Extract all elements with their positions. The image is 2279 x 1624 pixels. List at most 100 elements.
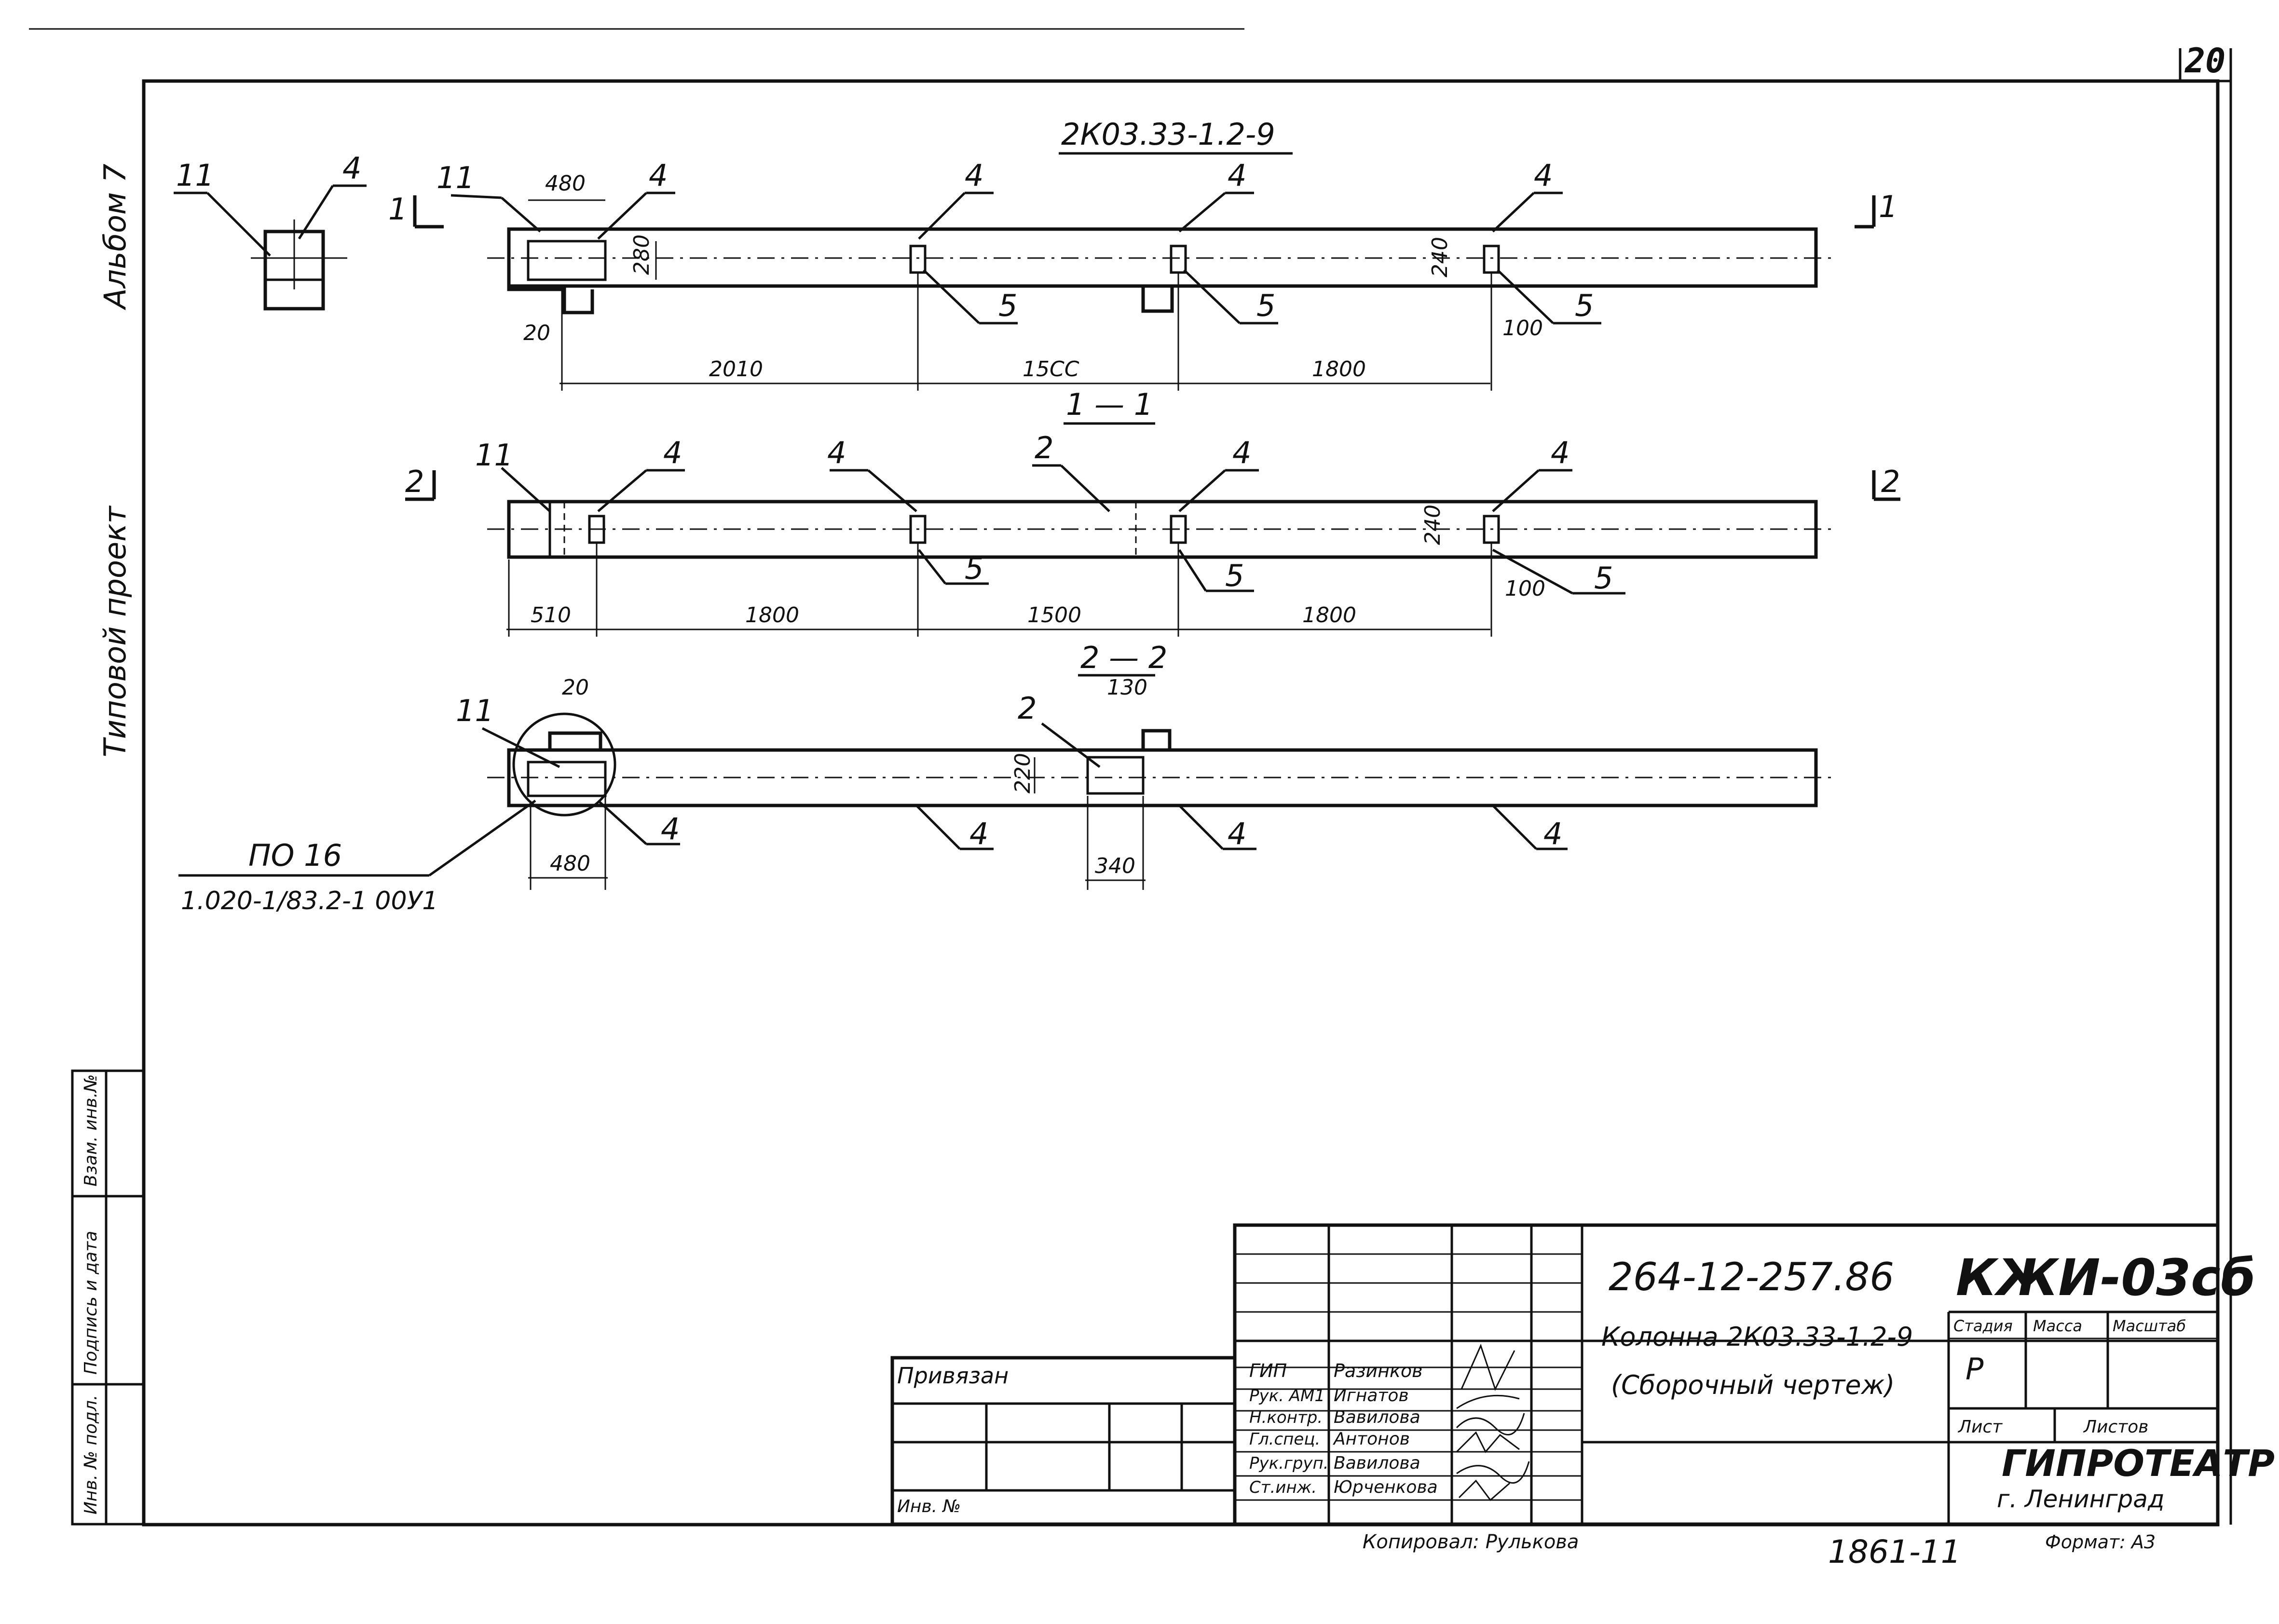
left-stamp — [71, 1069, 145, 1526]
section1-leader-5b — [1178, 549, 1207, 592]
section1-section-right: 2 — [1881, 464, 1900, 499]
col-stage: Стадия — [1953, 1317, 2013, 1335]
stage-value: Р — [1965, 1351, 1984, 1387]
org-name: ГИПРОТЕАТР — [2002, 1442, 2275, 1485]
small-callout-11: 11 — [176, 158, 214, 193]
signature-date-label: Подпись и дата — [81, 1231, 101, 1375]
plan-plate-1 — [909, 245, 927, 274]
section1-dim-1500: 1500 — [1027, 603, 1081, 628]
plan-dim-280: 280 — [629, 234, 654, 275]
name-1: Разинков — [1334, 1360, 1423, 1381]
plan-notch — [1141, 286, 1174, 313]
section1-callout-4d: 4 — [1551, 435, 1569, 470]
section2-title: 2 — 2 — [1080, 640, 1167, 675]
section1-leader-4b — [867, 469, 917, 512]
title-name-line1: Колонна 2К03.33-1.2-9 — [1601, 1322, 1913, 1352]
plan-callout-4d: 4 — [1534, 158, 1553, 193]
outer-frame — [142, 79, 2220, 1527]
plan-dim-240: 240 — [1428, 237, 1452, 277]
role-4: Гл.спец. — [1249, 1430, 1320, 1449]
plan-plate-2 — [1170, 245, 1187, 274]
signature-2 — [1456, 1413, 1525, 1436]
section1-section-left: 2 — [405, 464, 424, 499]
sheet-label: Лист — [1957, 1417, 2003, 1437]
col-scale: Масштаб — [2113, 1317, 2186, 1335]
section2-note-line1: ПО 16 — [248, 838, 342, 873]
vzam-inv-label: Взам. инв.№ — [81, 1074, 101, 1187]
inv-podl-label: Инв. № подл. — [81, 1395, 101, 1515]
plan-callout-5c: 5 — [1575, 288, 1594, 323]
section1-leader-4c — [1178, 469, 1226, 512]
section1-dim-240: 240 — [1420, 505, 1445, 545]
section2-head-top — [548, 731, 602, 750]
project-label: Типовой проект — [97, 505, 133, 757]
signature-4 — [1456, 1461, 1530, 1484]
section2-leader-4d — [1492, 805, 1537, 850]
section1-leader-5a — [918, 549, 946, 585]
plan-leader-5a — [923, 269, 980, 324]
section1-callout-2: 2 — [1035, 430, 1053, 465]
signature-5 — [1458, 1479, 1510, 1501]
small-callout-4: 4 — [342, 150, 361, 186]
name-3: Вавилова — [1334, 1407, 1420, 1427]
plan-leader-4c — [1178, 192, 1226, 232]
plan-dim-20: 20 — [523, 321, 550, 345]
signature-3 — [1456, 1431, 1520, 1453]
section1-dim-100: 100 — [1505, 576, 1545, 601]
plan-leader-4a — [597, 192, 647, 240]
section2-dim-480: 480 — [550, 851, 590, 876]
section2-callout-4b: 4 — [969, 816, 988, 851]
inv-label: Инв. № — [897, 1497, 961, 1516]
section1-leader-11 — [501, 467, 551, 512]
section1-callout-5b: 5 — [1225, 558, 1244, 593]
section2-callout-11: 11 — [456, 693, 494, 728]
section1-dim-510: 510 — [531, 603, 571, 628]
section2-callout-4d: 4 — [1543, 816, 1562, 851]
section1-dim-1800a: 1800 — [745, 603, 799, 628]
section2-dim-340: 340 — [1095, 854, 1135, 878]
section2-callout-4c: 4 — [1228, 816, 1246, 851]
name-2: Игнатов — [1334, 1386, 1409, 1406]
plan-leader-11-a — [450, 194, 502, 199]
section1-leader-2 — [1060, 464, 1110, 512]
section1-callout-4a: 4 — [663, 435, 682, 470]
plan-callout-5b: 5 — [1256, 288, 1275, 323]
album-label: Альбом 7 — [97, 164, 133, 311]
section2-dim-220: 220 — [1010, 753, 1035, 793]
plan-dim-100: 100 — [1502, 316, 1543, 341]
signature-1 — [1456, 1343, 1520, 1409]
plan-dim-1800: 1800 — [1312, 357, 1366, 382]
plan-callout-4c: 4 — [1228, 158, 1246, 193]
title-name-line2: (Сборочный чертеж) — [1611, 1370, 1895, 1400]
section1-callout-11: 11 — [475, 437, 513, 473]
plan-leader-5c — [1497, 269, 1554, 324]
doc-code: 264-12-257.86 — [1609, 1255, 1894, 1299]
plan-dim-1500: 15СС — [1023, 357, 1079, 382]
plan-plate-3 — [1483, 245, 1500, 274]
section1-dim-1800b: 1800 — [1302, 603, 1356, 628]
section1-callout-4b: 4 — [827, 435, 846, 470]
plan-leader-4d — [1492, 192, 1535, 232]
name-4: Антонов — [1333, 1429, 1410, 1449]
section2-opening — [1086, 756, 1145, 795]
section1-callout-4c: 4 — [1232, 435, 1251, 470]
small-leader-4 — [298, 185, 334, 240]
plan-head-bottom — [507, 286, 594, 314]
plan-dim-480: 480 — [545, 171, 586, 196]
role-5: Рук.груп. — [1249, 1454, 1329, 1473]
plan-section-right: 1 — [1879, 189, 1897, 224]
plan-leader-5b — [1183, 269, 1241, 324]
section1-leader-4a — [597, 469, 647, 512]
privyazan-label: Привязан — [897, 1363, 1009, 1389]
copied-by: Копировал: Рулькова — [1363, 1531, 1579, 1553]
section2-dim-20: 20 — [562, 675, 589, 700]
section1-title: 1 — 1 — [1066, 387, 1153, 422]
plan-callout-4b: 4 — [965, 158, 983, 193]
sheet-number: 20 — [2184, 41, 2225, 81]
section2-callout-2: 2 — [1018, 691, 1037, 726]
section2-leader-4a — [597, 800, 647, 845]
role-6: Ст.инж. — [1249, 1478, 1317, 1497]
role-2: Рук. АМ1 — [1249, 1386, 1325, 1406]
name-5: Вавилова — [1334, 1453, 1420, 1473]
section1-leader-5c — [1492, 548, 1573, 595]
